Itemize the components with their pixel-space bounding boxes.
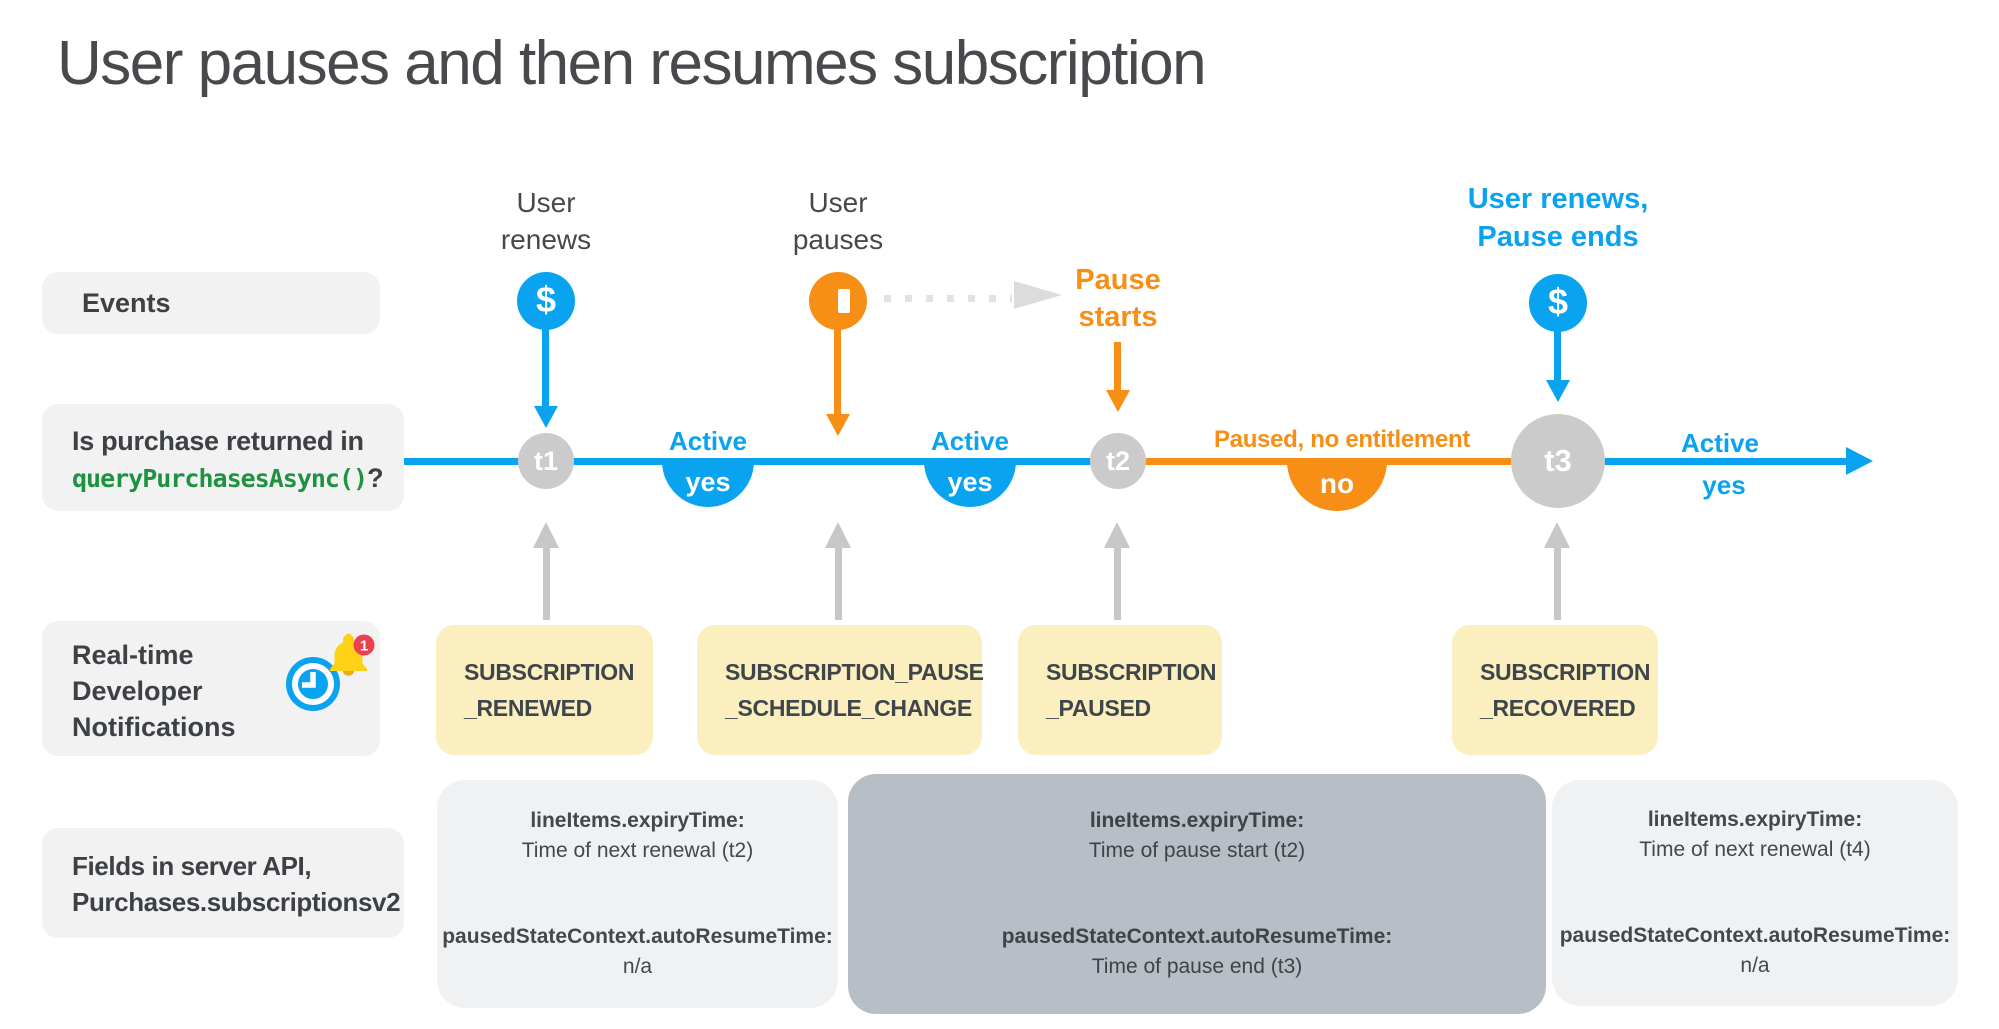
- event-label-pause-starts: Pause starts: [1075, 264, 1161, 333]
- bell-icon: [330, 633, 367, 676]
- api-fields-box-3: lineItems.expiryTime: Time of next renew…: [1552, 780, 1958, 1006]
- query-purchases-async-code: queryPurchasesAsync(): [72, 464, 368, 493]
- purchase-question-suffix: ?: [367, 463, 384, 493]
- status-badge-no: no: [1287, 461, 1387, 511]
- status-label-paused: Paused, no entitlement: [1213, 426, 1471, 453]
- purchase-question-line1: Is purchase returned in: [72, 426, 364, 456]
- status-label-active-1: Active: [668, 426, 748, 456]
- arrow-up-recovered: [1554, 548, 1561, 620]
- rtdn-box-subscription-renewed: SUBSCRIPTION_RENEWED: [436, 625, 653, 755]
- events-label-text: Events: [82, 288, 171, 318]
- fields-line2: Purchases.subscriptionsv2: [72, 887, 401, 917]
- arrow-down-pause-head-icon: [826, 414, 850, 436]
- arrow-down-renew1: [542, 328, 549, 406]
- dollar-icon: $: [1529, 274, 1587, 332]
- rtdn-box-subscription-pause-schedule-change: SUBSCRIPTION_PAUSE_SCHEDULE_CHANGE: [697, 625, 984, 755]
- fields-line1: Fields in server API,: [72, 851, 312, 881]
- status-badge-yes-1: yes: [662, 461, 754, 507]
- notification-badge-count: 1: [360, 638, 368, 655]
- arrow-up-renewed: [543, 548, 550, 620]
- event-label-user-pauses: User pauses: [792, 187, 884, 255]
- api-fields-box-2: lineItems.expiryTime: Time of pause star…: [848, 774, 1546, 1014]
- arrow-down-pause-starts: [1114, 342, 1121, 390]
- event-label-user-renews: User renews: [500, 187, 592, 255]
- arrow-up-paused: [1114, 548, 1121, 620]
- rtdn-line3: Notifications: [72, 712, 236, 742]
- clock-notification-icon: 1: [286, 633, 375, 711]
- arrow-down-pause-starts-head-icon: [1106, 390, 1130, 412]
- timeline-segment-active-2: [1558, 458, 1848, 465]
- rtdn-line2: Developer: [72, 676, 203, 706]
- page-title: User pauses and then resumes subscriptio…: [57, 29, 1207, 98]
- server-api-row-label: Fields in server API, Purchases.subscrip…: [42, 828, 404, 938]
- arrow-up-pause-schedule: [835, 548, 842, 620]
- timeline-node-t3: t3: [1511, 414, 1605, 508]
- arrow-down-renew2: [1554, 330, 1561, 380]
- arrow-down-pause: [834, 328, 841, 414]
- status-badge-yes-2: yes: [924, 461, 1016, 507]
- status-label-active-2: Active: [930, 426, 1010, 456]
- timeline-segment-active-1: [404, 458, 1118, 465]
- rtdn-box-subscription-paused: SUBSCRIPTION_PAUSED: [1018, 625, 1222, 755]
- events-row-label: Events: [42, 272, 380, 334]
- timeline-node-t1: t1: [518, 433, 574, 489]
- arrow-up-recovered-head-icon: [1544, 522, 1570, 548]
- pause-icon: [809, 272, 867, 330]
- timeline-node-t2: t2: [1090, 433, 1146, 489]
- rtdn-line1: Real-time: [72, 640, 194, 670]
- status-badge-yes-3: yes: [1702, 470, 1746, 500]
- api-fields-box-1: lineItems.expiryTime: Time of next renew…: [437, 780, 838, 1008]
- timeline-arrowhead-icon: [1846, 447, 1873, 475]
- status-label-active-3: Active: [1680, 428, 1760, 458]
- arrow-up-renewed-head-icon: [533, 522, 559, 548]
- dotted-connector-arrowhead-icon: [1014, 281, 1062, 309]
- arrow-down-renew2-head-icon: [1546, 380, 1570, 402]
- dollar-icon: $: [517, 272, 575, 330]
- event-label-user-renews-pause-ends: User renews, Pause ends: [1467, 183, 1649, 253]
- purchase-question-row-label: Is purchase returned in queryPurchasesAs…: [42, 404, 404, 511]
- arrow-up-paused-head-icon: [1104, 522, 1130, 548]
- arrow-down-renew1-head-icon: [534, 406, 558, 428]
- dotted-connector: [884, 295, 1012, 302]
- arrow-up-pause-schedule-head-icon: [825, 522, 851, 548]
- notification-badge: 1: [353, 634, 375, 656]
- rtdn-box-subscription-recovered: SUBSCRIPTION_RECOVERED: [1452, 625, 1658, 755]
